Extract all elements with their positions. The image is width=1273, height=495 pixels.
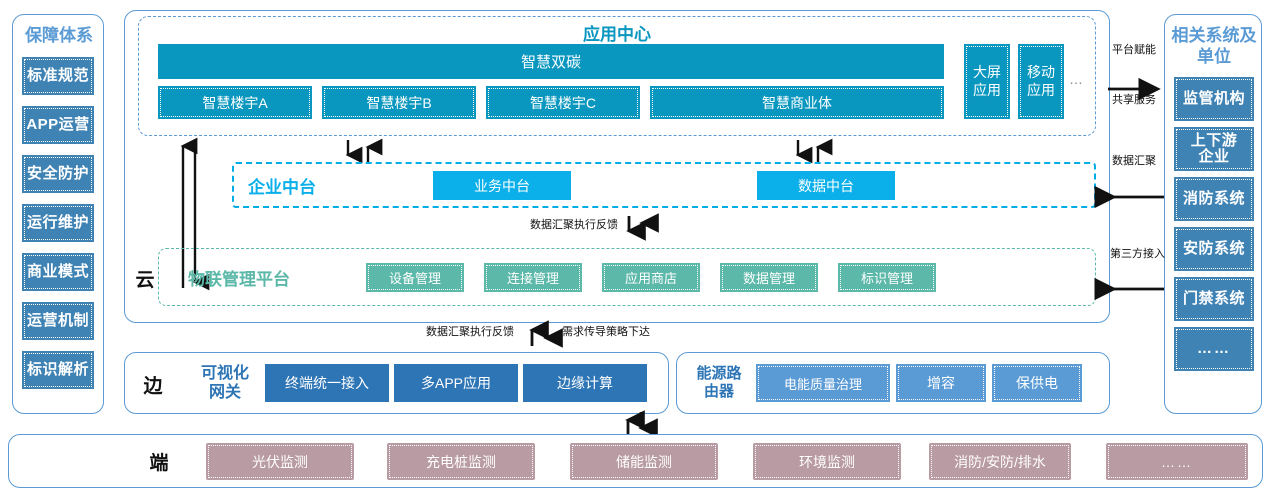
label-platform-empower: 平台赋能 bbox=[1112, 44, 1156, 76]
app-tile-mobile[interactable]: 移动 应用 bbox=[1018, 44, 1064, 119]
label-data-aggregation: 数据汇聚 bbox=[1112, 155, 1156, 187]
arrow-data-aggregation-left bbox=[1094, 185, 1164, 209]
sidebar-item-maintenance[interactable]: 运行维护 bbox=[22, 204, 94, 242]
right-item-security-system[interactable]: 安防系统 bbox=[1174, 227, 1254, 271]
terminal-tile-storage-monitoring[interactable]: 储能监测 bbox=[570, 443, 718, 480]
iot-tile-data-management[interactable]: 数据管理 bbox=[720, 263, 818, 292]
arrow-edge-to-terminal bbox=[625, 410, 658, 438]
iot-tile-identity-management[interactable]: 标识管理 bbox=[838, 263, 936, 292]
app-center-ellipsis: … bbox=[1069, 71, 1085, 87]
router-tile-power-quality[interactable]: 电能质量治理 bbox=[756, 364, 890, 402]
edge-tile-edge-computing[interactable]: 边缘计算 bbox=[523, 364, 647, 402]
sidebar-item-security[interactable]: 安全防护 bbox=[22, 155, 94, 193]
sidebar-item-operation-mechanism[interactable]: 运营机制 bbox=[22, 302, 94, 340]
app-tile-smart-building-c[interactable]: 智慧楼宇C bbox=[486, 86, 640, 119]
terminal-tile-more[interactable]: …… bbox=[1106, 443, 1248, 480]
app-tile-smart-building-b[interactable]: 智慧楼宇B bbox=[322, 86, 476, 119]
app-tile-big-screen-line2: 应用 bbox=[973, 81, 1001, 98]
arrow-third-party-access-left bbox=[1094, 277, 1164, 301]
sidebar-item-app-operation[interactable]: APP运营 bbox=[22, 106, 94, 144]
layer-label-cloud: 云 bbox=[135, 269, 155, 291]
terminal-tile-fire-security-drainage[interactable]: 消防/安防/排水 bbox=[929, 443, 1071, 480]
app-tile-smart-commercial[interactable]: 智慧商业体 bbox=[650, 86, 944, 119]
label-platform-empower-text: 平台赋能 bbox=[1112, 44, 1156, 56]
iot-tile-connection-management[interactable]: 连接管理 bbox=[484, 263, 582, 292]
app-tile-mobile-line1: 移动 bbox=[1027, 64, 1055, 80]
layer-label-terminal: 端 bbox=[149, 452, 169, 474]
right-sidebar-panel: 相关系统及 单位 监管机构 上下游企业 消防系统 安防系统 门禁系统 …… bbox=[1164, 14, 1262, 414]
label-shared-service-text: 共享服务 bbox=[1112, 94, 1156, 106]
enterprise-platform-container bbox=[232, 162, 1096, 208]
energy-router-label-line1: 能源路 bbox=[696, 365, 742, 382]
label-third-party-access-text: 第三方接入 bbox=[1110, 248, 1165, 260]
energy-router-label-line2: 由器 bbox=[703, 383, 734, 400]
label-data-aggregation-text: 数据汇聚 bbox=[1112, 155, 1156, 167]
right-item-more[interactable]: …… bbox=[1174, 327, 1254, 371]
right-sidebar-title-line1: 相关系统及 bbox=[1171, 25, 1257, 45]
right-item-regulator[interactable]: 监管机构 bbox=[1174, 77, 1254, 121]
app-tile-smart-dual-carbon[interactable]: 智慧双碳 bbox=[158, 44, 944, 79]
right-item-fire-system[interactable]: 消防系统 bbox=[1174, 177, 1254, 221]
edge-tile-multi-app[interactable]: 多APP应用 bbox=[394, 364, 518, 402]
app-center-container bbox=[138, 16, 1096, 136]
edge-gateway-label-line2: 网关 bbox=[208, 384, 241, 401]
enterprise-tile-data-middle[interactable]: 数据中台 bbox=[757, 171, 895, 200]
arrow-platform-empower-right bbox=[1108, 77, 1161, 101]
right-item-access-control[interactable]: 门禁系统 bbox=[1174, 277, 1254, 321]
layer-label-edge: 边 bbox=[143, 375, 163, 397]
iot-platform-container bbox=[158, 248, 1096, 306]
edge-gateway-label: 可视化 网关 bbox=[190, 363, 260, 403]
enterprise-tile-business-middle[interactable]: 业务中台 bbox=[433, 171, 571, 200]
label-data-feedback-lower: 数据汇聚执行反馈 bbox=[426, 326, 514, 338]
right-sidebar-title-line2: 单位 bbox=[1197, 47, 1231, 66]
arrow-app-to-enterprise-pair-right bbox=[795, 138, 833, 164]
energy-router-label: 能源路 由器 bbox=[688, 363, 750, 403]
router-tile-capacity-increase[interactable]: 增容 bbox=[896, 364, 986, 402]
arrow-cloud-to-edge bbox=[529, 320, 563, 348]
enterprise-platform-label: 企业中台 bbox=[248, 177, 316, 197]
left-sidebar-title: 保障体系 bbox=[25, 26, 93, 46]
app-tile-big-screen[interactable]: 大屏 应用 bbox=[964, 44, 1010, 119]
arrow-enterprise-to-iot bbox=[626, 213, 659, 241]
right-sidebar-title: 相关系统及 单位 bbox=[1165, 23, 1263, 69]
app-center-title: 应用中心 bbox=[583, 24, 651, 44]
app-tile-smart-building-a[interactable]: 智慧楼宇A bbox=[158, 86, 312, 119]
terminal-tile-environment-monitoring[interactable]: 环境监测 bbox=[753, 443, 901, 480]
terminal-tile-pv-monitoring[interactable]: 光伏监测 bbox=[206, 443, 354, 480]
right-item-upstream-downstream-label: 上下游企业 bbox=[1190, 131, 1238, 165]
edge-tile-unified-terminal-access[interactable]: 终端统一接入 bbox=[265, 364, 389, 402]
right-item-upstream-downstream[interactable]: 上下游企业 bbox=[1174, 127, 1254, 171]
terminal-tile-charging-pile-monitoring[interactable]: 充电桩监测 bbox=[387, 443, 535, 480]
label-data-feedback-upper: 数据汇聚执行反馈 bbox=[530, 219, 618, 231]
edge-gateway-label-line1: 可视化 bbox=[200, 364, 249, 382]
arrow-app-to-enterprise-pair-left bbox=[345, 138, 383, 164]
iot-tile-device-management[interactable]: 设备管理 bbox=[366, 263, 464, 292]
iot-tile-app-store[interactable]: 应用商店 bbox=[602, 263, 700, 292]
sidebar-item-identity-resolution[interactable]: 标识解析 bbox=[22, 351, 94, 389]
label-third-party-access: 第三方接入 bbox=[1110, 248, 1165, 280]
sidebar-item-business-model[interactable]: 商业模式 bbox=[22, 253, 94, 291]
left-sidebar-panel: 保障体系 标准规范 APP运营 安全防护 运行维护 商业模式 运营机制 标识解析 bbox=[12, 14, 104, 414]
app-tile-mobile-line2: 应用 bbox=[1027, 81, 1055, 98]
router-tile-power-guarantee[interactable]: 保供电 bbox=[992, 364, 1082, 402]
app-tile-big-screen-line1: 大屏 bbox=[973, 64, 1001, 80]
label-shared-service: 共享服务 bbox=[1112, 94, 1156, 126]
sidebar-item-standard[interactable]: 标准规范 bbox=[22, 57, 94, 95]
label-demand-strategy: 需求传导策略下达 bbox=[562, 326, 650, 338]
iot-platform-label: 物联管理平台 bbox=[188, 269, 290, 289]
arrow-app-to-iot-long bbox=[180, 137, 210, 291]
